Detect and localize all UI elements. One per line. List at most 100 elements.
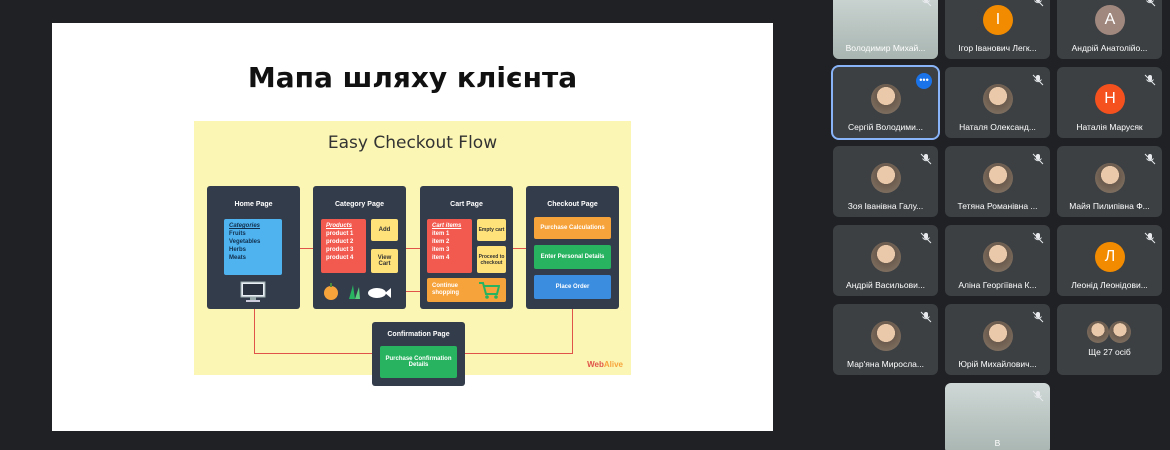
mic-off-icon <box>1144 73 1156 86</box>
category-item: Fruits <box>229 231 246 237</box>
mic-off-icon <box>1144 152 1156 165</box>
confirmation-details-box: Purchase Confirmation Details <box>380 346 457 378</box>
mic-off-icon <box>1032 152 1044 165</box>
categories-box: Categories Fruits Vegetables Herbs Meats <box>224 219 282 275</box>
participant-tile[interactable]: Аліна Георгіївна К... <box>945 225 1050 296</box>
participant-name: Ще 27 осіб <box>1088 347 1131 357</box>
categories-head: Categories <box>229 223 261 229</box>
participant-tile[interactable]: Зоя Іванівна Галу... <box>833 146 938 217</box>
view-cart-box: View Cart <box>371 249 398 273</box>
mic-off-icon <box>1032 231 1044 244</box>
computer-icon <box>240 281 266 302</box>
avatar <box>983 84 1013 114</box>
diagram-title: Easy Checkout Flow <box>327 133 498 153</box>
brand-part-a: Web <box>587 360 604 369</box>
arrow-home-down <box>254 309 255 354</box>
category-item: Vegetables <box>229 239 261 245</box>
cart-page-title: Cart Page <box>450 201 483 208</box>
cart-page-card: Cart Page Cart items item 1 item 2 item … <box>420 186 513 309</box>
participant-name: Юрій Михайлович... <box>958 359 1037 369</box>
participant-name: Ігор Іванович Легк... <box>958 43 1037 53</box>
product-item: product 3 <box>326 247 354 253</box>
cart-items-head: Cart items <box>432 223 462 229</box>
participant-tile[interactable]: А Андрій Анатолійо... <box>1057 0 1162 59</box>
continue-shopping-box: Continue shopping <box>427 278 506 302</box>
avatar <box>983 321 1013 351</box>
participant-tile[interactable]: •••Сергій Володими... <box>831 65 940 140</box>
participant-tile[interactable]: В <box>945 383 1050 450</box>
products-box: Products product 1 product 2 product 3 p… <box>321 219 366 273</box>
arrow-cart-checkout <box>513 248 526 249</box>
cart-item: item 3 <box>432 247 450 253</box>
mic-off-icon <box>1144 0 1156 7</box>
avatar: А <box>1095 5 1125 35</box>
participant-name: Аліна Георгіївна К... <box>958 280 1037 290</box>
mic-off-icon <box>1032 389 1044 402</box>
category-item: Herbs <box>229 247 247 253</box>
checkout-page-card: Checkout Page Purchase Calculations Ente… <box>526 186 619 309</box>
arrow-confirmation-home <box>254 353 372 354</box>
brand-part-b: Alive <box>603 360 623 369</box>
participant-tile[interactable]: Тетяна Романівна ... <box>945 146 1050 217</box>
participant-name: Леонід Леонідови... <box>1071 280 1148 290</box>
avatar: Л <box>1095 242 1125 272</box>
avatar: Н <box>1095 84 1125 114</box>
presentation-area: Мапа шляху клієнта Easy Checkout Flow Ho… <box>52 23 773 431</box>
products-head: Products <box>326 223 353 229</box>
place-order-box: Place Order <box>534 275 611 299</box>
participant-tile[interactable]: Майя Пилипівна Ф... <box>1057 146 1162 217</box>
participant-tile[interactable]: Мар'яна Миросла... <box>833 304 938 375</box>
avatar <box>983 242 1013 272</box>
home-page-card: Home Page Categories Fruits Vegetables H… <box>207 186 300 309</box>
participant-tile[interactable]: Л Леонід Леонідови... <box>1057 225 1162 296</box>
purchase-calc-box: Purchase Calculations <box>534 217 611 239</box>
participant-tile[interactable]: Володимир Михай... <box>833 0 938 59</box>
add-box: Add <box>371 219 398 241</box>
participant-name: Майя Пилипівна Ф... <box>1069 201 1150 211</box>
participant-tile[interactable]: Наталя Олександ... <box>945 67 1050 138</box>
produce-icons <box>324 283 391 300</box>
category-page-card: Category Page Products product 1 product… <box>313 186 406 309</box>
avatar <box>871 321 901 351</box>
empty-cart-box: Empty cart <box>477 219 506 241</box>
avatar: І <box>983 5 1013 35</box>
more-options-icon[interactable]: ••• <box>916 73 932 89</box>
slide-title: Мапа шляху клієнта <box>247 61 578 94</box>
mic-off-icon <box>920 152 932 165</box>
avatar <box>871 84 901 114</box>
arrow-to-confirmation <box>465 353 573 354</box>
participant-tile[interactable]: Андрій Васильови... <box>833 225 938 296</box>
participant-name: Андрій Васильови... <box>846 280 925 290</box>
arrow-home-category <box>300 248 313 249</box>
mic-off-icon <box>1032 310 1044 323</box>
checkout-flow-diagram: Easy Checkout Flow Home Page Categories … <box>194 121 631 386</box>
participant-tile[interactable]: Юрій Михайлович... <box>945 304 1050 375</box>
cart-item: item 2 <box>432 239 450 245</box>
mic-off-icon <box>920 0 932 7</box>
home-page-title: Home Page <box>234 201 273 208</box>
participant-name: Мар'яна Миросла... <box>847 359 924 369</box>
participant-name: Володимир Михай... <box>845 43 926 53</box>
shopping-cart-icon <box>479 282 500 299</box>
product-item: product 2 <box>326 239 354 245</box>
cart-items-box: Cart items item 1 item 2 item 3 item 4 <box>427 219 472 273</box>
continue-shopping-label: Continue shopping <box>432 283 459 296</box>
participant-name: Зоя Іванівна Галу... <box>847 201 924 211</box>
avatar <box>1109 321 1131 343</box>
avatar <box>871 242 901 272</box>
participant-tile[interactable]: Ще 27 осіб <box>1057 304 1162 375</box>
participant-tile[interactable]: І Ігор Іванович Легк... <box>945 0 1050 59</box>
category-item: Meats <box>229 255 247 261</box>
mic-off-icon <box>920 310 932 323</box>
arrow-cart-category <box>406 291 420 292</box>
participant-name: В <box>994 438 1001 448</box>
participant-name: Андрій Анатолійо... <box>1071 43 1148 53</box>
confirmation-page-title: Confirmation Page <box>387 331 450 338</box>
mic-off-icon <box>920 231 932 244</box>
product-item: product 1 <box>326 231 354 237</box>
participant-name: Наталя Олександ... <box>959 122 1036 132</box>
participant-video <box>945 383 1050 450</box>
checkout-page-title: Checkout Page <box>547 201 598 208</box>
participant-name: Тетяна Романівна ... <box>957 201 1038 211</box>
